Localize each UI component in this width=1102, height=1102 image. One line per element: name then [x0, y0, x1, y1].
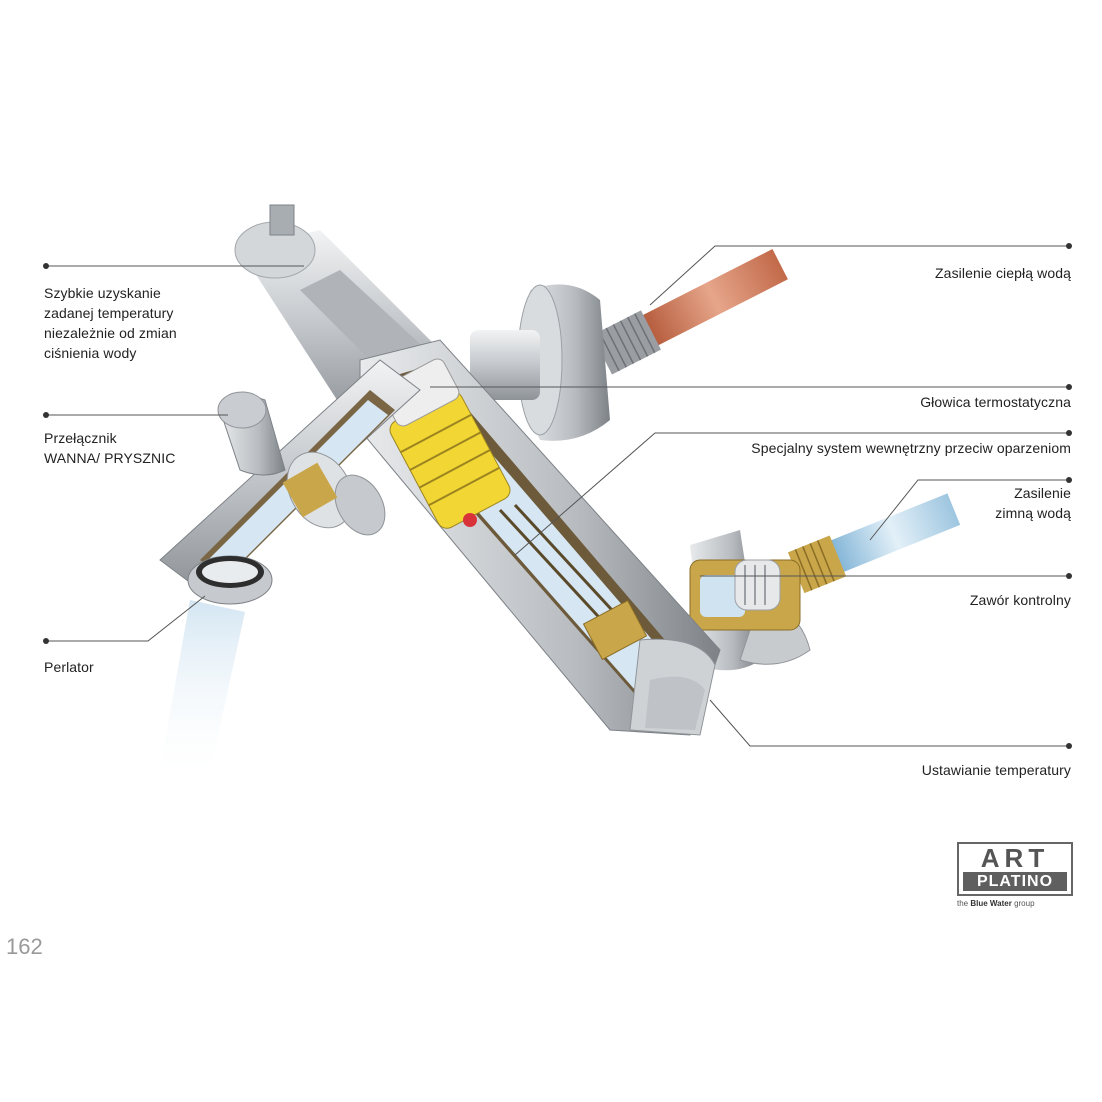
label-temperature-speed: Szybkie uzyskanie zadanej temperatury ni… [44, 285, 177, 361]
hot-wall-flange [470, 284, 610, 441]
aerator [187, 555, 273, 605]
leader-dots [43, 243, 1072, 749]
leader-cold-supply [869, 479, 1069, 541]
leader-lines [46, 245, 1069, 747]
faucet-spout-arm [159, 359, 421, 605]
label-hot-supply: Zasilenie ciepłą wodą [935, 265, 1071, 281]
logo-line-platino: PLATINO [963, 872, 1067, 891]
label-check-valve: Zawór kontrolny [969, 592, 1071, 608]
label-cold-supply: Zasilenie zimną wodą [995, 485, 1071, 521]
hot-water-pipe [592, 248, 788, 375]
leader-hot-supply [649, 245, 1069, 306]
leader-anti-scald [514, 432, 1069, 556]
label-thermostatic-head: Głowica termostatyczna [920, 394, 1071, 410]
logo-tagline: the Blue Water group [957, 899, 1035, 908]
cold-water-pipe [787, 493, 961, 594]
logo-box: ART PLATINO [957, 842, 1073, 896]
cold-flange-check-valve [689, 530, 811, 671]
label-aerator: Perlator [44, 659, 94, 675]
faucet-main-body-cutaway [359, 339, 721, 736]
label-switch: Przełącznik WANNA/ PRYSZNIC [44, 430, 176, 466]
label-temp-setting: Ustawianie temperatury [921, 762, 1071, 778]
leader-temp-setting [709, 699, 1069, 747]
water-stream [160, 600, 245, 772]
page-number: 162 [6, 934, 43, 959]
diverter-knob [217, 391, 286, 476]
diverter-valve [282, 451, 386, 536]
label-anti-scald: Specjalny system wewnętrzny przeciw opar… [751, 440, 1071, 456]
logo-line-art: ART [980, 843, 1050, 873]
art-platino-logo: ART PLATINO the Blue Water group [957, 842, 1073, 908]
leader-aerator [46, 595, 206, 642]
